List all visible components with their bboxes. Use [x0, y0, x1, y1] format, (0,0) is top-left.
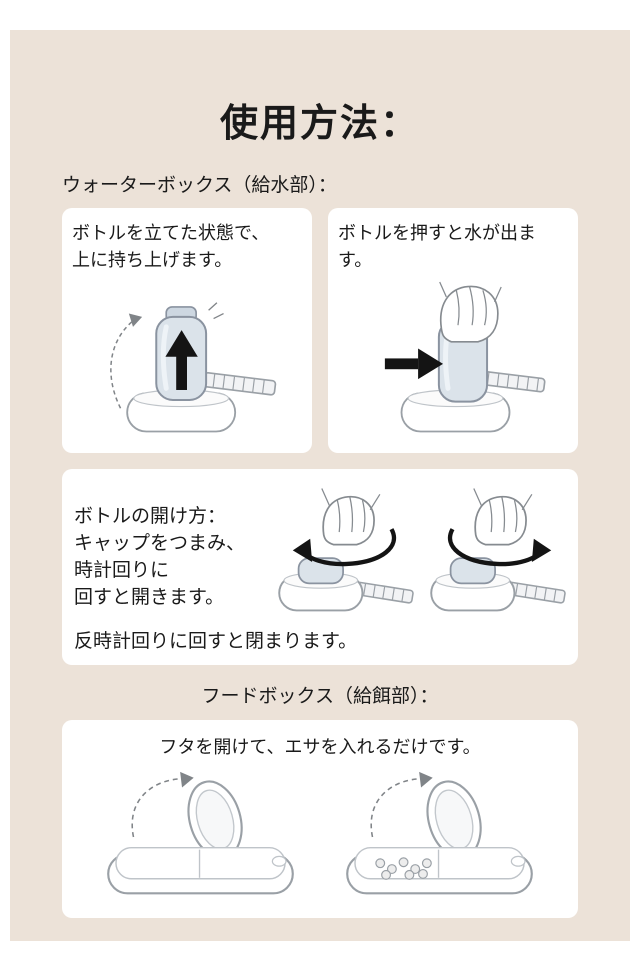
open-instruction-line-4: 回すと開きます。 [74, 586, 225, 609]
lift-instruction-text: ボトルを立てた状態で、 上に持ち上げます。 [72, 220, 302, 274]
water-section-label: ウォーターボックス（給水部）： [62, 173, 337, 196]
page-title: 使用方法： [219, 101, 420, 145]
open-instruction-line-3: 時計回りに [74, 559, 170, 582]
food-illustrations [72, 769, 568, 905]
press-bottle-card: ボトルを押すと水が出ます。 [328, 208, 578, 454]
instruction-panel: 使用方法： ウォーターボックス（給水部）： ボトルを立てた状態で、 上に持ち上げ… [10, 30, 630, 941]
open-instruction-line-2: キャップをつまみ、 [74, 532, 246, 555]
lift-instruction-line-2: 上に持ち上げます。 [72, 250, 233, 272]
food-box-filled-illustration [346, 771, 533, 895]
rotate-clockwise-arrow-icon [292, 528, 396, 567]
hand-icon [473, 488, 533, 546]
food-box-lid [426, 780, 482, 859]
feed-instruction-text: フタを開けて、エサを入れるだけです。 [159, 736, 481, 758]
lift-motion-arrow-icon [110, 313, 143, 409]
open-lid-arrow-icon [131, 771, 194, 838]
up-arrow-icon [165, 329, 198, 390]
motion-lines [208, 302, 224, 319]
lift-bottle-card: ボトルを立てた状態で、 上に持ち上げます。 [62, 208, 312, 454]
food-box-card: フタを開けて、エサを入れるだけです。 [62, 719, 578, 918]
press-arrow-icon [384, 348, 444, 379]
water-steps-row: ボトルを立てた状態で、 上に持ち上げます。 [62, 208, 578, 454]
hand-icon [439, 281, 502, 343]
open-bottle-card: ボトルの開け方： キャップをつまみ、 時計回りに 回すと開きます。 [62, 469, 578, 666]
rotate-counterclockwise-arrow-icon [448, 528, 552, 567]
lift-instruction-line-1: ボトルを立てた状態で、 [72, 223, 270, 245]
twist-illustrations [270, 473, 574, 623]
twist-cap-counterclockwise-illustration [430, 488, 566, 612]
open-instruction-line-5: 反時計回りに回すと閉まります。 [74, 630, 358, 653]
food-box-tray [346, 846, 533, 895]
open-instruction-line-1: ボトルの開け方： [74, 505, 227, 528]
feeder-strip [477, 370, 546, 393]
food-pellets [375, 857, 432, 880]
twist-cap-clockwise-illustration [278, 488, 414, 612]
open-lid-arrow-icon [370, 771, 433, 838]
press-bottle-illustration [384, 281, 546, 433]
lift-bottle-illustration [110, 302, 277, 433]
food-box-open-lid-illustration [107, 771, 294, 895]
food-box-tray [107, 846, 294, 895]
open-instruction-text: ボトルの開け方： キャップをつまみ、 時計回りに 回すと開きます。 [74, 503, 245, 611]
hand-icon [321, 488, 381, 546]
food-section-label: フードボックス（給餌部）： [201, 685, 439, 708]
press-instruction-text: ボトルを押すと水が出ます。 [338, 223, 536, 272]
